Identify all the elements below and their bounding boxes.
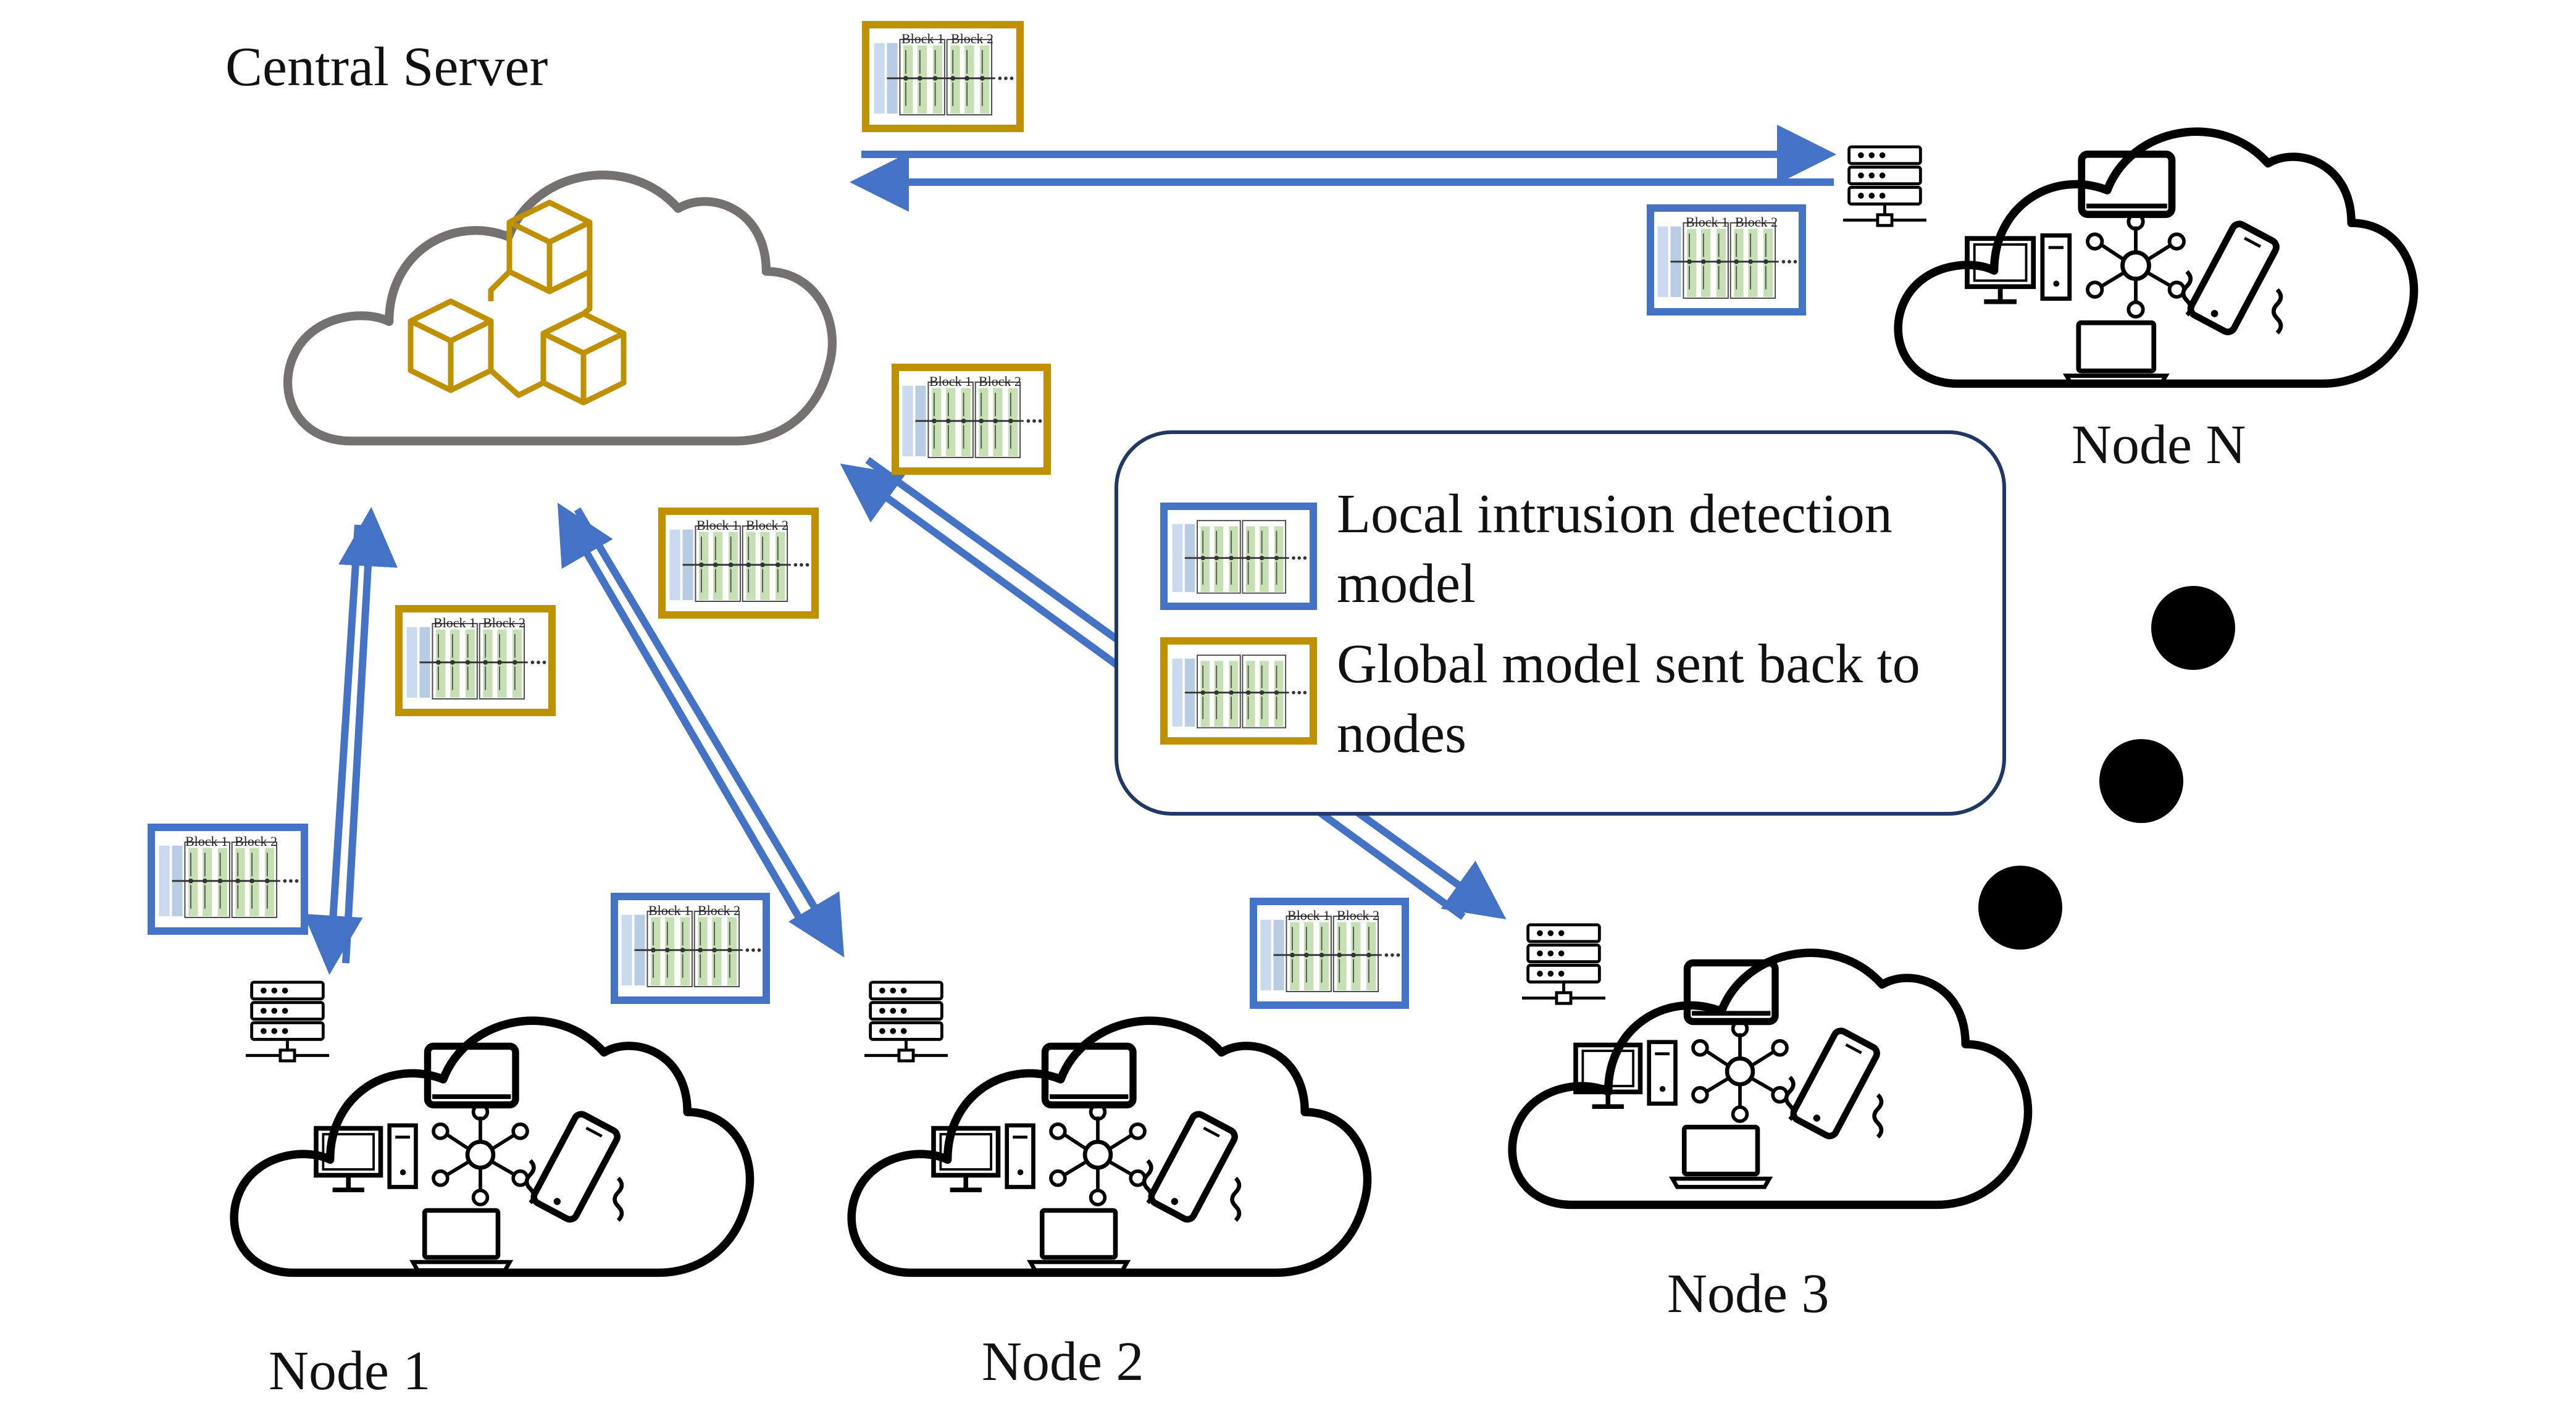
- node-3-label: Node 3: [1667, 1263, 1829, 1324]
- svg-text:Block 2: Block 2: [1337, 908, 1379, 923]
- legend: Local intrusion detection model Global m…: [1114, 430, 2006, 816]
- global-model-thumb-top: Block 1 Block 2: [862, 21, 1024, 132]
- central-server-cloud: [288, 175, 832, 441]
- node-1: Node 1: [234, 982, 750, 1402]
- svg-text:Block 2: Block 2: [746, 517, 788, 533]
- node-n: Node N: [1843, 132, 2414, 475]
- svg-text:Block 2: Block 2: [698, 903, 740, 918]
- svg-text:Block 2: Block 2: [951, 31, 993, 46]
- svg-text:Block 1: Block 1: [696, 517, 739, 533]
- arrow-to-server-from-node-1: [338, 507, 398, 964]
- node-n-devices-icon: [1967, 154, 2281, 384]
- global-model-thumb-node-2: Block 1 Block 2: [658, 508, 819, 619]
- svg-text:Block 1: Block 1: [433, 615, 476, 630]
- cubes-icon: [408, 199, 627, 406]
- svg-text:Block 1: Block 1: [929, 374, 972, 389]
- legend-global-text-1: Global model sent back to: [1337, 633, 1920, 695]
- local-model-thumb-node-n: Block 1 Block 2: [1647, 204, 1806, 316]
- arrow-to-server-from-node-2: [557, 503, 809, 932]
- arrows: [303, 125, 1836, 975]
- svg-text:Block 2: Block 2: [483, 615, 525, 630]
- arrow-to-node-1: [303, 524, 363, 975]
- global-model-thumb-node-3: Block 1 Block 2: [892, 364, 1051, 475]
- local-model-thumb-node-1: Block 1 Block 2: [148, 824, 308, 935]
- node-2-server-icon: [864, 982, 948, 1061]
- node-1-devices-icon: [316, 1047, 622, 1271]
- node-n-label: Node N: [2072, 414, 2246, 475]
- node-1-label: Node 1: [269, 1340, 430, 1402]
- svg-text:Block 1: Block 1: [648, 903, 691, 918]
- local-model-thumb-node-3: Block 1 Block 2: [1250, 898, 1409, 1009]
- legend-global-swatch: [1160, 637, 1317, 745]
- node-3-cloud: [1512, 953, 2028, 1205]
- svg-text:Block 1: Block 1: [901, 31, 944, 46]
- continuation-dots: [1978, 586, 2235, 950]
- arrow-to-node-2: [574, 507, 845, 958]
- node-2-label: Node 2: [982, 1331, 1144, 1392]
- node-3-server-icon: [1522, 925, 1605, 1003]
- legend-global-text-2: nodes: [1337, 703, 1466, 764]
- legend-local-text-2: model: [1337, 553, 1476, 614]
- node-1-server-icon: [246, 982, 329, 1061]
- legend-local-text-1: Local intrusion detection: [1337, 483, 1892, 545]
- local-model-thumb-node-2: Block 1 Block 2: [611, 893, 770, 1004]
- svg-text:Block 2: Block 2: [1735, 214, 1778, 230]
- svg-text:Block 2: Block 2: [235, 834, 277, 849]
- global-model-thumb-node-1: Block 1 Block 2: [395, 605, 556, 716]
- node-n-server-icon: [1843, 147, 1926, 225]
- svg-text:Block 1: Block 1: [185, 834, 228, 849]
- svg-text:Block 1: Block 1: [1686, 214, 1728, 230]
- node-2: Node 2: [851, 982, 1367, 1392]
- node-3: Node 3: [1512, 925, 2028, 1324]
- svg-text:Block 2: Block 2: [979, 374, 1021, 389]
- node-2-devices-icon: [934, 1047, 1239, 1271]
- central-server-label: Central Server: [225, 36, 548, 98]
- legend-local-swatch: [1160, 503, 1317, 610]
- svg-text:Block 1: Block 1: [1287, 908, 1330, 923]
